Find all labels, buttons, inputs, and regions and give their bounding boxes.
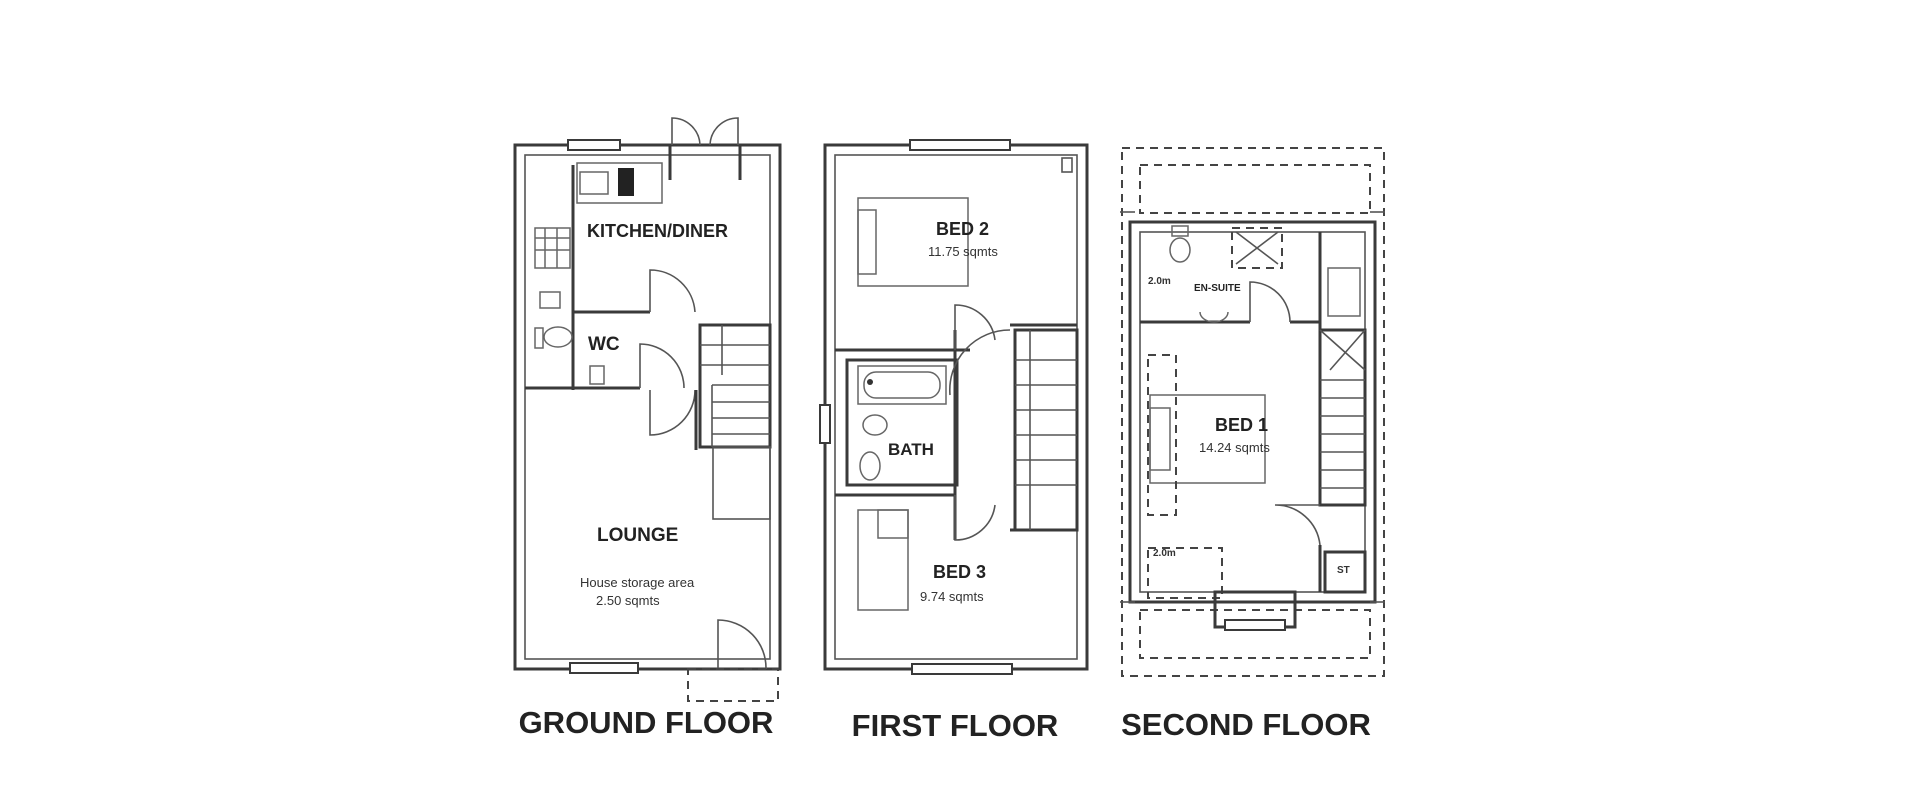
wc-label: WC <box>588 334 620 355</box>
bed-1-dimension: 2.0m <box>1153 548 1176 559</box>
storage-area-value: 2.50 sqmts <box>596 593 660 608</box>
bed-1-area: 14.24 sqmts <box>1199 440 1270 455</box>
ground-floor-title: GROUND FLOOR <box>519 705 774 740</box>
ensuite-dimension: 2.0m <box>1148 276 1171 287</box>
second-floor-plan: 2.0m EN-SUITE BED 1 14.24 sqmts 2.0m ST … <box>1120 147 1385 742</box>
kitchen-diner-label: KITCHEN/DINER <box>587 221 728 241</box>
store-label: ST <box>1337 565 1350 576</box>
storage-area-label: House storage area <box>580 575 695 590</box>
ground-floor-plan: KITCHEN/DINER WC LOUNGE House storage ar… <box>513 117 782 740</box>
bath-label: BATH <box>888 440 934 459</box>
lounge-label: LOUNGE <box>597 525 678 546</box>
first-floor-plan: BED 2 11.75 sqmts BATH BED 3 9.74 sqmts … <box>819 139 1089 743</box>
bed-3-label: BED 3 <box>933 562 986 582</box>
bed-2-label: BED 2 <box>936 219 989 239</box>
bed-3-area: 9.74 sqmts <box>920 589 984 604</box>
first-floor-title: FIRST FLOOR <box>852 708 1059 743</box>
bed-2-area: 11.75 sqmts <box>928 244 998 259</box>
bed-1-label: BED 1 <box>1215 415 1268 435</box>
ensuite-label: EN-SUITE <box>1194 283 1241 294</box>
second-floor-title: SECOND FLOOR <box>1121 707 1371 742</box>
